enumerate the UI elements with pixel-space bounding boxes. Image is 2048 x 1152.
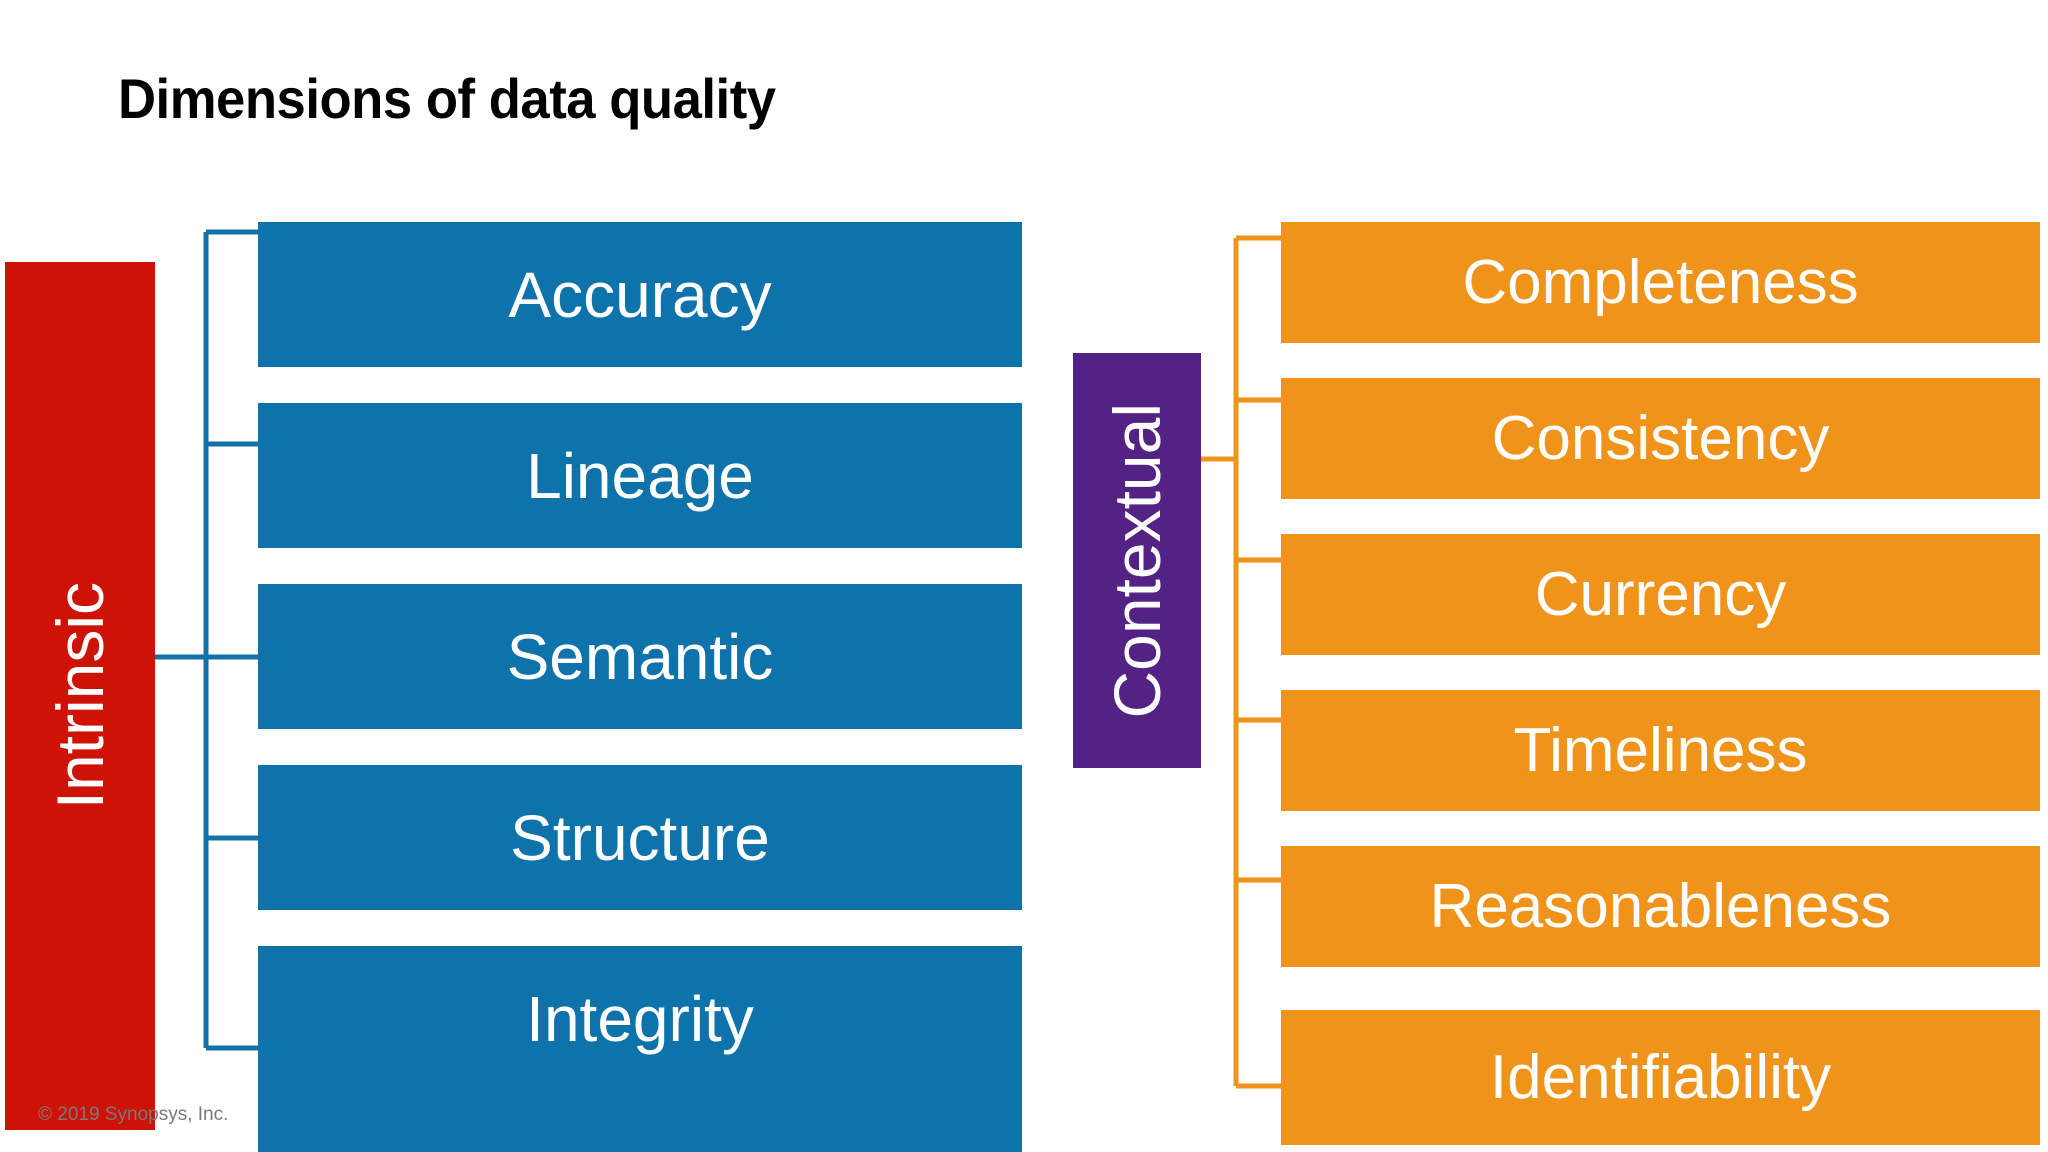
item-label-currency: Currency xyxy=(1534,559,1787,629)
item-box-structure[interactable]: Structure xyxy=(258,765,1022,910)
category-label-contextual: Contextual xyxy=(1100,402,1174,719)
item-label-lineage: Lineage xyxy=(526,439,754,512)
item-label-semantic: Semantic xyxy=(506,620,774,693)
item-label-reasonableness: Reasonableness xyxy=(1429,871,1892,941)
category-label-intrinsic: Intrinsic xyxy=(43,582,117,810)
item-box-consistency[interactable]: Consistency xyxy=(1281,378,2040,499)
item-label-structure: Structure xyxy=(510,801,770,874)
item-box-lineage[interactable]: Lineage xyxy=(258,403,1022,548)
item-box-integrity[interactable]: Integrity xyxy=(258,946,1022,1152)
item-label-consistency: Consistency xyxy=(1491,403,1830,473)
item-label-integrity: Integrity xyxy=(526,983,754,1055)
item-box-currency[interactable]: Currency xyxy=(1281,534,2040,655)
copyright-notice: © 2019 Synopsys, Inc. xyxy=(38,1104,229,1125)
item-box-completeness[interactable]: Completeness xyxy=(1281,222,2040,343)
item-box-timeliness[interactable]: Timeliness xyxy=(1281,690,2040,811)
category-bar-contextual[interactable]: Contextual xyxy=(1073,353,1201,768)
item-label-timeliness: Timeliness xyxy=(1513,715,1808,785)
item-label-completeness: Completeness xyxy=(1462,247,1859,317)
category-bar-intrinsic[interactable]: Intrinsic xyxy=(5,262,155,1130)
item-box-semantic[interactable]: Semantic xyxy=(258,584,1022,729)
page-title: Dimensions of data quality xyxy=(118,67,776,130)
item-box-reasonableness[interactable]: Reasonableness xyxy=(1281,846,2040,967)
item-label-identifiability: Identifiability xyxy=(1489,1042,1832,1112)
item-label-accuracy: Accuracy xyxy=(508,258,772,331)
item-box-identifiability[interactable]: Identifiability xyxy=(1281,1010,2040,1145)
item-box-accuracy[interactable]: Accuracy xyxy=(258,222,1022,367)
